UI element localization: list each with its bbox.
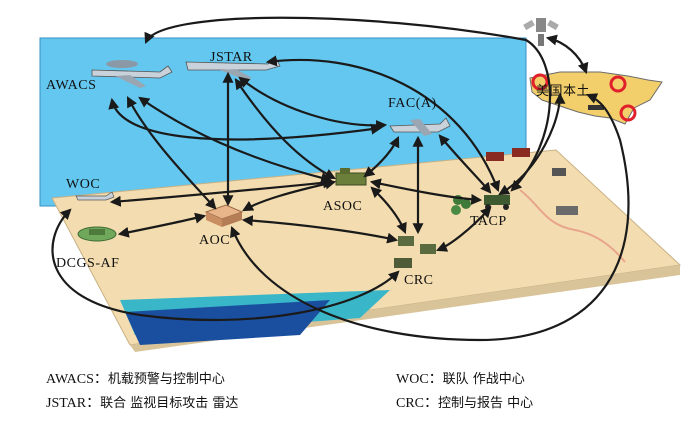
legend-awacs-text: 机载预警与控制中心: [107, 372, 225, 387]
label-tacp: TACP: [470, 214, 507, 229]
label-faca: FAC(A): [388, 96, 437, 111]
legend-awacs-key: AWACS：: [46, 372, 108, 387]
crc-icon: [394, 236, 436, 268]
legend-woc-key: WOC：: [396, 372, 443, 387]
arrow-usa-satellite: [545, 34, 589, 75]
label-asoc: ASOC: [323, 199, 363, 214]
label-crc: CRC: [404, 273, 434, 288]
legend-awacs: AWACS：机载预警与控制中心: [46, 368, 225, 388]
legend-crc-key: CRC：: [396, 396, 439, 411]
legend-jstar: JSTAR：联合 监视目标攻击 雷达: [46, 392, 238, 412]
legend-woc: WOC：联队 作战中心: [396, 368, 525, 388]
arrow-woc-crc: [51, 208, 400, 322]
legend-crc-text: 控制与报告 中心: [438, 396, 534, 411]
label-woc: WOC: [66, 177, 101, 192]
label-aoc: AOC: [199, 233, 231, 248]
label-usa: 美国本土: [536, 84, 591, 99]
legend-jstar-key: JSTAR：: [46, 396, 101, 411]
arrow-aoc-usa: [230, 93, 630, 342]
satellite-icon: [523, 18, 559, 46]
label-dcgs: DCGS-AF: [56, 256, 120, 271]
label-awacs: AWACS: [46, 78, 97, 93]
legend-woc-text: 联队 作战中心: [442, 372, 525, 387]
water-dark: [125, 300, 330, 345]
link-arrows: [51, 16, 630, 342]
legend-jstar-text: 联合 监视目标攻击 雷达: [100, 396, 239, 411]
dcgs-icon: [77, 226, 117, 242]
label-jstar: JSTAR: [210, 50, 253, 65]
legend-crc: CRC：控制与报告 中心: [396, 392, 533, 412]
